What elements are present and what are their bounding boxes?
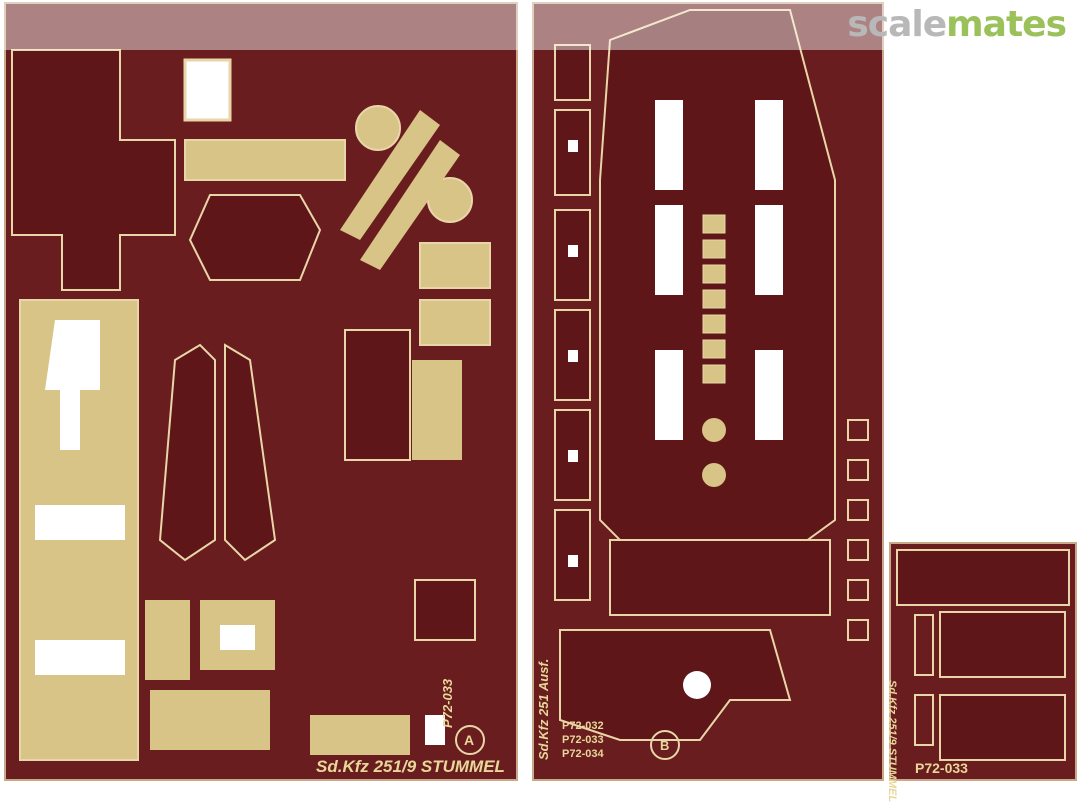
sheet-b-mark: B [660, 738, 670, 753]
watermark-band: scalemates [0, 0, 1080, 50]
sheet-c-title: Sd.Kfz 251/9 STUMMEL [886, 680, 898, 802]
sheet-b-title: Sd.Kfz 251 Ausf. [536, 658, 551, 760]
sheet-a-code: P72-033 [440, 678, 455, 728]
sheet-b-code-3: P72-034 [562, 748, 604, 760]
sheet-c [889, 542, 1077, 781]
sheet-b-code-2: P72-033 [562, 734, 604, 746]
photo-etch-sheets [4, 2, 1077, 781]
sheet-a [4, 2, 518, 781]
sheet-c-code: P72-033 [915, 760, 968, 776]
sheet-b-code-1: P72-032 [562, 720, 604, 732]
watermark-logo: scalemates [847, 4, 1067, 45]
sheet-a-title: Sd.Kfz 251/9 STUMMEL [316, 757, 505, 776]
sheet-a-mark: A [464, 732, 475, 748]
sheet-b [532, 2, 884, 781]
